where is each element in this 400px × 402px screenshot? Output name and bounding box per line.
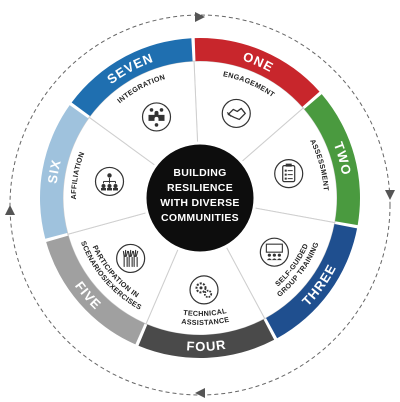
center-hub: BUILDING RESILIENCE WITH DIVERSE COMMUNI… xyxy=(143,141,257,255)
icons-layer xyxy=(94,98,304,305)
raised-hands-icon xyxy=(116,243,146,274)
arrow-right-top-icon xyxy=(195,12,205,22)
segment-band-seven xyxy=(71,38,193,117)
segment-number-four: FOUR xyxy=(186,337,227,354)
gears-icon xyxy=(189,275,219,305)
segment-band-four xyxy=(138,319,275,358)
puzzle-people-icon xyxy=(141,102,172,132)
arrow-down-right-icon xyxy=(385,190,395,200)
segments-layer xyxy=(39,38,360,358)
outer-cycle-ring xyxy=(5,12,395,398)
clipboard-checklist-icon xyxy=(274,159,304,189)
segment-band-three xyxy=(266,224,358,339)
arrow-up-left-icon xyxy=(5,205,15,215)
segment-band-five xyxy=(46,235,145,345)
segment-band-two xyxy=(304,94,360,226)
segment-number-six: SIX xyxy=(45,158,64,185)
center-circle xyxy=(143,141,257,255)
org-chart-icon xyxy=(94,166,125,197)
arrow-left-bottom-icon xyxy=(195,388,205,398)
center-title-line-3: WITH DIVERSE xyxy=(160,197,239,209)
center-title-line-4: COMMUNITIES xyxy=(161,212,239,224)
handshake-icon xyxy=(221,98,251,129)
segment-band-one xyxy=(194,38,320,107)
group-presentation-icon xyxy=(259,237,289,267)
segment-label-four-line-1: TECHNICAL xyxy=(183,306,228,318)
center-title-line-1: BUILDING xyxy=(173,167,226,179)
segment-band-six xyxy=(39,105,89,239)
center-title-line-2: RESILIENCE xyxy=(167,182,233,194)
